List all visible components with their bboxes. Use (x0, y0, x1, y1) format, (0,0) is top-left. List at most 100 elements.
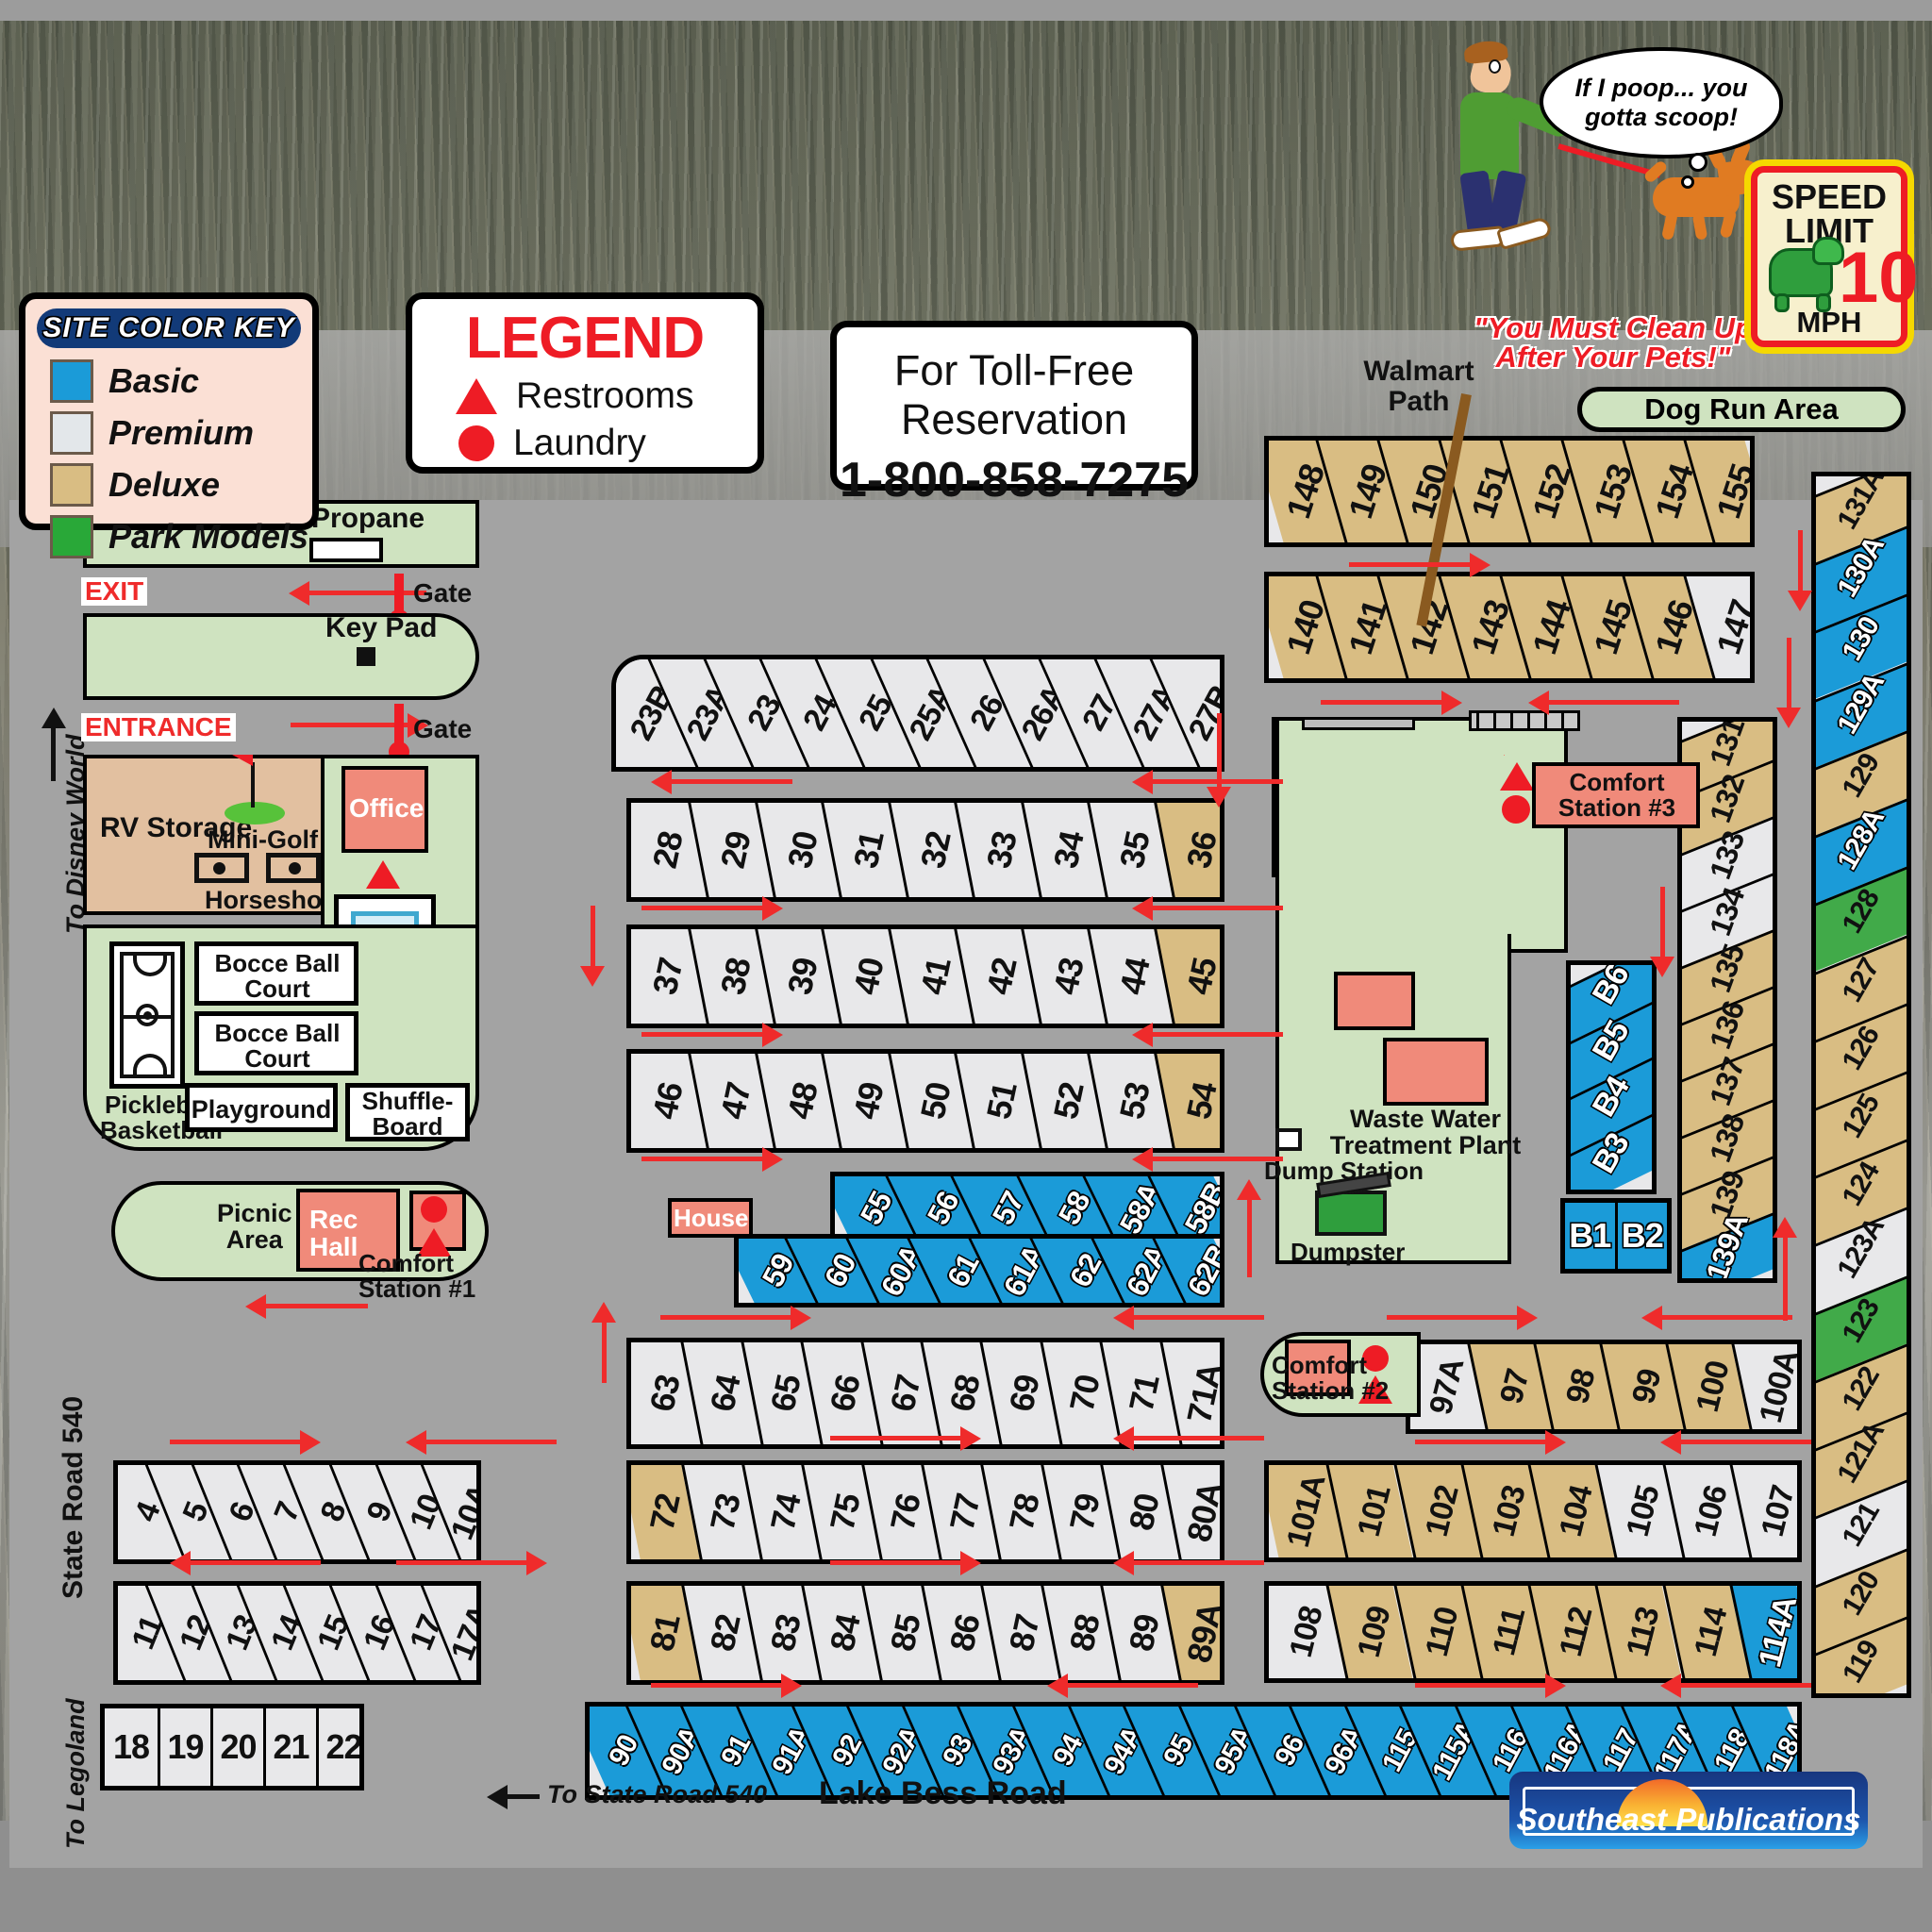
site-label: 130 (1836, 611, 1886, 666)
site-label: 58B (1178, 1176, 1224, 1240)
pet-caption-line-2: After Your Pets!" (1495, 341, 1731, 374)
site-cell[interactable]: B1 (1565, 1203, 1615, 1269)
label-gate-top: Gate (413, 578, 473, 608)
house-building (668, 1198, 753, 1238)
site-cell[interactable]: 19 (158, 1708, 210, 1786)
restroom-icon-cs3 (1500, 762, 1534, 791)
comfort3-green-area (1275, 717, 1568, 953)
site-color-key-list: Basic Premium Deluxe Park Models (25, 359, 312, 558)
site-label: 71 (1121, 1372, 1167, 1415)
site-cell[interactable]: B2 (1614, 1203, 1667, 1269)
bocce-ball-court-1 (194, 941, 358, 1006)
pet-bubble-dot-1 (1689, 153, 1707, 172)
label-to-state-road-540: To State Road 540 (547, 1780, 768, 1808)
site-label: 48 (779, 1079, 825, 1123)
site-label: 107 (1754, 1482, 1802, 1541)
restroom-icon (456, 378, 497, 414)
label-to-legoland: To Legoland (61, 1698, 90, 1849)
site-label: 42 (978, 955, 1024, 998)
site-label: 50 (912, 1079, 958, 1123)
site-label: B6 (1585, 960, 1637, 1011)
laundry-icon-cs1 (421, 1196, 447, 1223)
site-label: 108 (1282, 1603, 1330, 1661)
publisher-name: Southeast Publications (1516, 1802, 1861, 1837)
site-cell[interactable]: 22 (316, 1708, 359, 1786)
site-label: 19 (167, 1727, 204, 1766)
site-label: 20 (220, 1727, 257, 1766)
site-label: 147 (1708, 595, 1755, 659)
site-label: 81 (641, 1611, 688, 1655)
site-cell[interactable]: 20 (210, 1708, 263, 1786)
site-label: 124 (1836, 1157, 1886, 1211)
site-label: 131 (1702, 717, 1752, 770)
site-label: 105 (1620, 1482, 1667, 1541)
label-picnic-area: Picnic Area (217, 1199, 292, 1255)
gate-top-post (394, 574, 404, 619)
site-label: 38 (712, 955, 758, 998)
site-label: 54 (1177, 1079, 1224, 1123)
reservation-line-1: For Toll-Free (893, 346, 1135, 394)
site-label: 40 (845, 955, 891, 998)
label-exit: EXIT (81, 577, 148, 606)
reservation-phone[interactable]: 1-800-858-7275 (839, 453, 1190, 508)
restroom-icon-office (366, 860, 400, 889)
gate-bottom-post (394, 704, 404, 749)
dog-run-area-pill[interactable]: Dog Run Area (1577, 387, 1906, 432)
site-label: 103 (1485, 1482, 1533, 1541)
label-house: House (674, 1204, 749, 1232)
mini-golf-green (225, 802, 285, 824)
site-label: 18 (112, 1727, 150, 1766)
key-row-basic: Basic (50, 359, 312, 403)
site-label: 127 (1836, 952, 1886, 1008)
horseshoe-pit-left (194, 853, 249, 883)
horseshoe-stake-left (213, 862, 225, 874)
label-waste-water: Waste Water Treatment Plant (1329, 1105, 1522, 1160)
cartoon-man-eye (1489, 59, 1501, 74)
site-label: 70 (1061, 1372, 1108, 1415)
site-label: 71A (1178, 1359, 1224, 1426)
site-label: 64 (703, 1372, 749, 1415)
office-building (341, 766, 428, 853)
site-label: 10A (443, 1479, 481, 1545)
site-label: 51 (978, 1079, 1024, 1123)
site-label: 98 (1558, 1365, 1602, 1407)
pet-thought-bubble: If I poop... you gotta scoop! (1540, 47, 1783, 158)
site-label: 67 (882, 1372, 928, 1415)
site-cell[interactable]: 18 (105, 1708, 158, 1786)
publisher-logo[interactable]: Southeast Publications (1509, 1772, 1868, 1849)
turtle-leg-right (1816, 293, 1831, 312)
reservation-panel: For Toll-Free Reservation 1-800-858-7275 (830, 321, 1198, 508)
mini-golf-flagpole (251, 762, 255, 808)
shuffleboard-area (345, 1083, 470, 1141)
label-walmart-path: Walmart Path (1363, 356, 1474, 417)
comfort-station-2-building (1285, 1340, 1351, 1396)
site-label: 29 (712, 828, 758, 872)
site-label: 131A (1831, 472, 1890, 535)
site-label: 49 (845, 1079, 891, 1123)
site-label: 17A (443, 1600, 481, 1666)
site-cell[interactable]: 21 (263, 1708, 316, 1786)
label-rv-storage: RV Storage (100, 812, 253, 843)
site-label: 36 (1177, 828, 1224, 872)
dump-station-icon (1275, 1128, 1302, 1151)
key-label-premium: Premium (108, 413, 255, 452)
site-label: 109 (1351, 1603, 1398, 1661)
site-label: 82 (703, 1611, 749, 1655)
site-label: 46 (644, 1079, 691, 1123)
rec-hall-building (296, 1189, 400, 1272)
comfort3-walk (1302, 717, 1415, 730)
key-label-park-models: Park Models (108, 517, 309, 556)
site-label: 112 (1553, 1604, 1600, 1660)
site-label: 120 (1836, 1565, 1886, 1620)
